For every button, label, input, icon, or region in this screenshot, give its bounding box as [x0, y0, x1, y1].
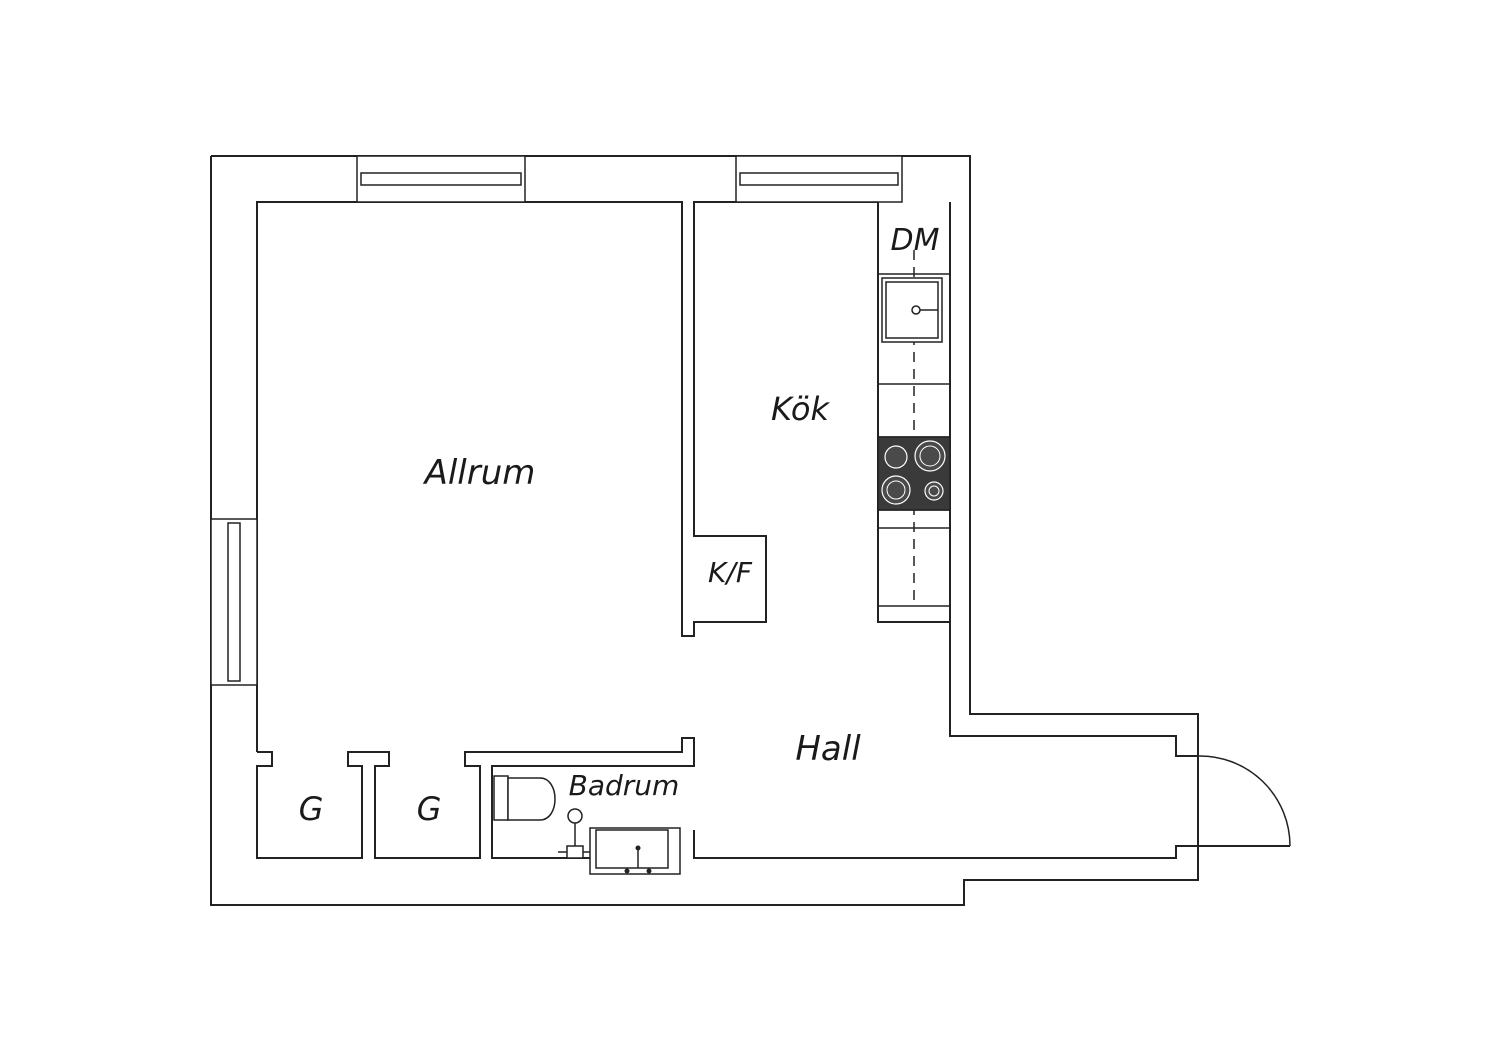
bathroom-tap-right-icon [646, 868, 652, 874]
outer-wall-outline [210, 155, 1199, 906]
bathroom-sink-basin [595, 829, 669, 869]
inner-wall-bottom-right [693, 830, 1198, 859]
inner-wall-top-left [256, 201, 951, 752]
inner-wall-right [949, 622, 1198, 757]
room-labels: Allrum Kök Hall Badrum G G DM K/F [299, 223, 940, 828]
stove-burner-4-ring [928, 485, 940, 497]
wardrobe-1-wall [256, 737, 695, 859]
toilet-tank [493, 775, 509, 821]
window-kitchen-top-glass [739, 172, 899, 186]
window-living-top [356, 155, 526, 203]
label-hall: Hall [795, 729, 861, 769]
shower-head-icon [567, 808, 583, 824]
door-swing-arc [1197, 755, 1291, 847]
window-living-left [210, 518, 258, 686]
windows [210, 155, 903, 686]
window-living-top-glass [360, 172, 522, 186]
bathroom-fixtures [493, 775, 681, 875]
entrance-door [1197, 755, 1291, 847]
stove-burner-3 [881, 475, 911, 505]
bathroom-sink-cabinet [589, 827, 681, 875]
label-wardrobe-1: G [299, 790, 324, 828]
toilet-icon [507, 777, 556, 821]
outer-walls [210, 155, 1199, 906]
label-wardrobe-2: G [417, 790, 442, 828]
stove-burner-4 [924, 481, 944, 501]
label-dishwasher: DM [891, 223, 940, 258]
label-kok: Kök [771, 390, 830, 428]
shower-valve [566, 845, 584, 859]
label-badrum: Badrum [569, 769, 680, 802]
window-living-left-glass [227, 522, 241, 682]
label-allrum: Allrum [423, 453, 536, 493]
stove-burner-1 [884, 445, 908, 469]
label-fridge-freezer: K/F [708, 556, 753, 589]
stove-burner-2-ring [919, 445, 941, 467]
stove-burner-3-ring [886, 480, 906, 500]
stove-burner-2 [914, 440, 946, 472]
closet-walls [256, 737, 695, 859]
kitchen-counter [877, 250, 951, 607]
bathroom-tap-left-icon [624, 868, 630, 874]
window-kitchen-top [735, 155, 903, 203]
bathroom-sink-drain-icon [635, 845, 641, 851]
